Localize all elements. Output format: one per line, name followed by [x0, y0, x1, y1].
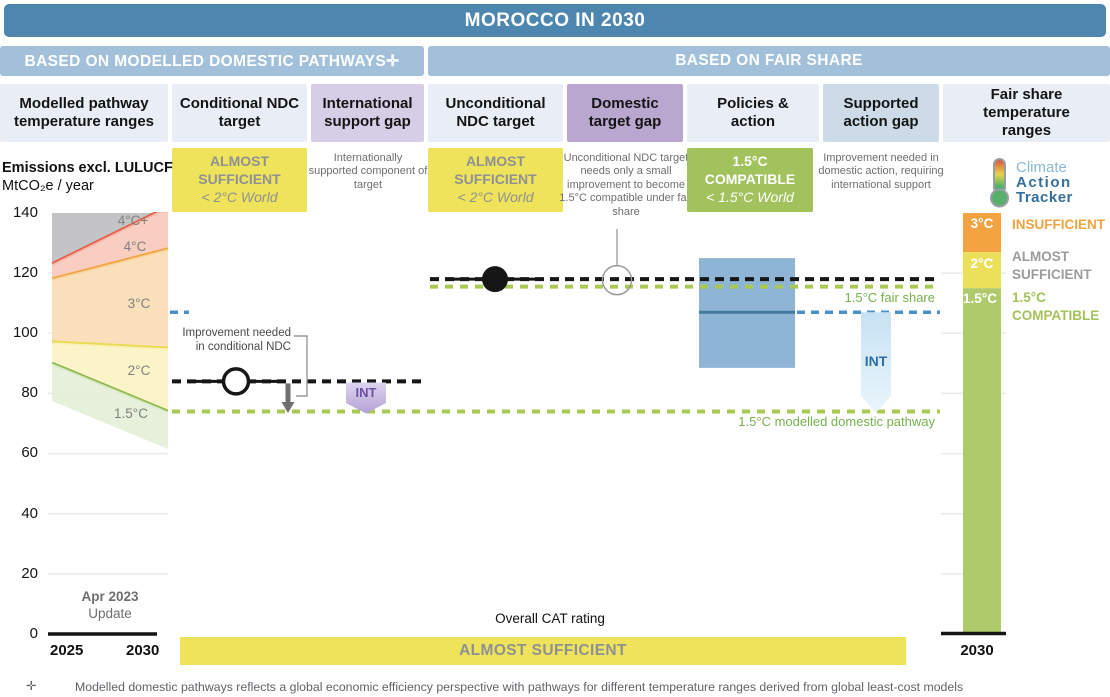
domestic-gap-marker — [601, 264, 633, 296]
rating-insufficient: INSUFFICIENT — [1012, 217, 1105, 232]
y-tick-20: 20 — [21, 565, 38, 582]
improvement-arrow-head — [281, 402, 295, 413]
int-support-badge-label: INT — [355, 385, 377, 400]
y-tick-0: 0 — [29, 625, 38, 642]
page-title: MOROCCO IN 2030 — [4, 4, 1106, 37]
band-label-4c: 4°C — [123, 239, 147, 254]
footnote-marker: ✛ — [26, 679, 37, 693]
column-supported-action-gap: Supported action gap — [823, 84, 939, 142]
rating-label: ALMOST SUFFICIENT — [454, 153, 537, 187]
pathway-band-4°C — [52, 212, 168, 280]
rating-world: < 2°C World — [457, 189, 534, 206]
band-label-4c-plus: 4°C+ — [117, 213, 149, 228]
section-fair-share: BASED ON FAIR SHARE — [428, 46, 1110, 76]
y-axis-title: Emissions excl. LULUCF — [2, 160, 173, 176]
x-label-2030-left: 2030 — [126, 642, 160, 659]
logo-tracker: Tracker — [1016, 189, 1073, 206]
y-tick-120: 120 — [12, 264, 38, 281]
fair-share-line-label: 1.5°C fair share — [844, 290, 935, 305]
column-conditional-ndc-target: Conditional NDC target — [172, 84, 307, 142]
column-domestic-target-gap: Domestic target gap — [567, 84, 683, 142]
column-modelled-pathway-ranges: Modelled pathway temperature ranges — [0, 84, 168, 142]
unconditional-ndc-marker — [482, 266, 508, 293]
unconditional-ndc-rating-badge: ALMOST SUFFICIENT < 2°C World — [428, 148, 563, 212]
thermometer-icon — [990, 158, 1009, 208]
column-unconditional-ndc-target: Unconditional NDC target — [428, 84, 563, 142]
pathway-band-1.5°C — [52, 363, 168, 450]
y-tick-140: 140 — [12, 204, 38, 221]
band-label-3c: 3°C — [127, 296, 151, 311]
x-label-2025: 2025 — [50, 642, 84, 659]
improvement-bracket — [294, 335, 308, 397]
y-axis-units: MtCO₂e / year — [2, 178, 94, 194]
international-support-gap-note: Internationally supported component of t… — [308, 152, 428, 191]
band-label-2c: 2°C — [127, 363, 151, 378]
rating-1p5-compatible: 1.5°C COMPATIBLE — [1012, 290, 1100, 323]
domestic-target-gap-note: Unconditional NDC target needs only a sm… — [559, 152, 693, 218]
footnote-text: Modelled domestic pathways reflects a gl… — [75, 680, 964, 694]
column-international-support-gap: International support gap — [311, 84, 424, 142]
conditional-ndc-marker — [221, 367, 251, 396]
y-tick-60: 60 — [21, 444, 38, 461]
rating-world: < 1.5°C World — [706, 189, 794, 206]
fair-share-bar-2°C — [963, 252, 1001, 289]
y-tick-40: 40 — [21, 505, 38, 522]
overall-cat-rating-label: Overall CAT rating — [495, 611, 605, 626]
int-support-badge — [346, 382, 386, 414]
band-label-1p5c: 1.5°C — [114, 406, 148, 421]
int-action-arrow-label: INT — [864, 353, 888, 369]
fair-share-bar-3°C — [963, 213, 1001, 253]
overall-cat-rating-value: ALMOST SUFFICIENT — [180, 637, 906, 665]
pathway-band-4°C+ — [52, 212, 168, 265]
x-label-2030-right: 2030 — [960, 642, 994, 659]
logo-action: Action — [1016, 174, 1072, 191]
fair-share-bar-1.5°C — [963, 288, 1001, 634]
supported-action-gap-note: Improvement needed in domestic action, r… — [818, 152, 944, 191]
section-modelled-domestic-pathways: BASED ON MODELLED DOMESTIC PATHWAYS✛ — [0, 46, 424, 76]
column-fair-share-ranges: Fair share temperature ranges — [943, 84, 1110, 142]
logo-climate: Climate — [1016, 159, 1067, 176]
bar-label-2c: 2°C — [970, 256, 994, 271]
conditional-improvement-note: Improvement needed in conditional NDC — [182, 327, 291, 353]
y-tick-80: 80 — [21, 384, 38, 401]
update-word: Update — [88, 606, 132, 621]
column-policies-action: Policies & action — [687, 84, 819, 142]
pathway-band-2°C — [52, 342, 168, 412]
pathway-band-3°C — [52, 249, 168, 349]
bar-label-3c: 3°C — [970, 216, 994, 231]
update-date: Apr 2023 — [81, 589, 139, 604]
int-action-arrow — [861, 312, 891, 413]
y-tick-100: 100 — [12, 324, 38, 341]
policies-action-rating-badge: 1.5°C COMPATIBLE < 1.5°C World — [687, 148, 813, 212]
modelled-pathway-line-label: 1.5°C modelled domestic pathway — [738, 414, 935, 429]
conditional-ndc-rating-badge: ALMOST SUFFICIENT < 2°C World — [172, 148, 307, 212]
rating-almost-sufficient: ALMOST SUFFICIENT — [1012, 249, 1092, 282]
rating-label: 1.5°C COMPATIBLE — [704, 153, 796, 187]
bar-label-1p5c: 1.5°C — [963, 291, 997, 306]
rating-label: ALMOST SUFFICIENT — [198, 153, 281, 187]
rating-world: < 2°C World — [201, 189, 278, 206]
